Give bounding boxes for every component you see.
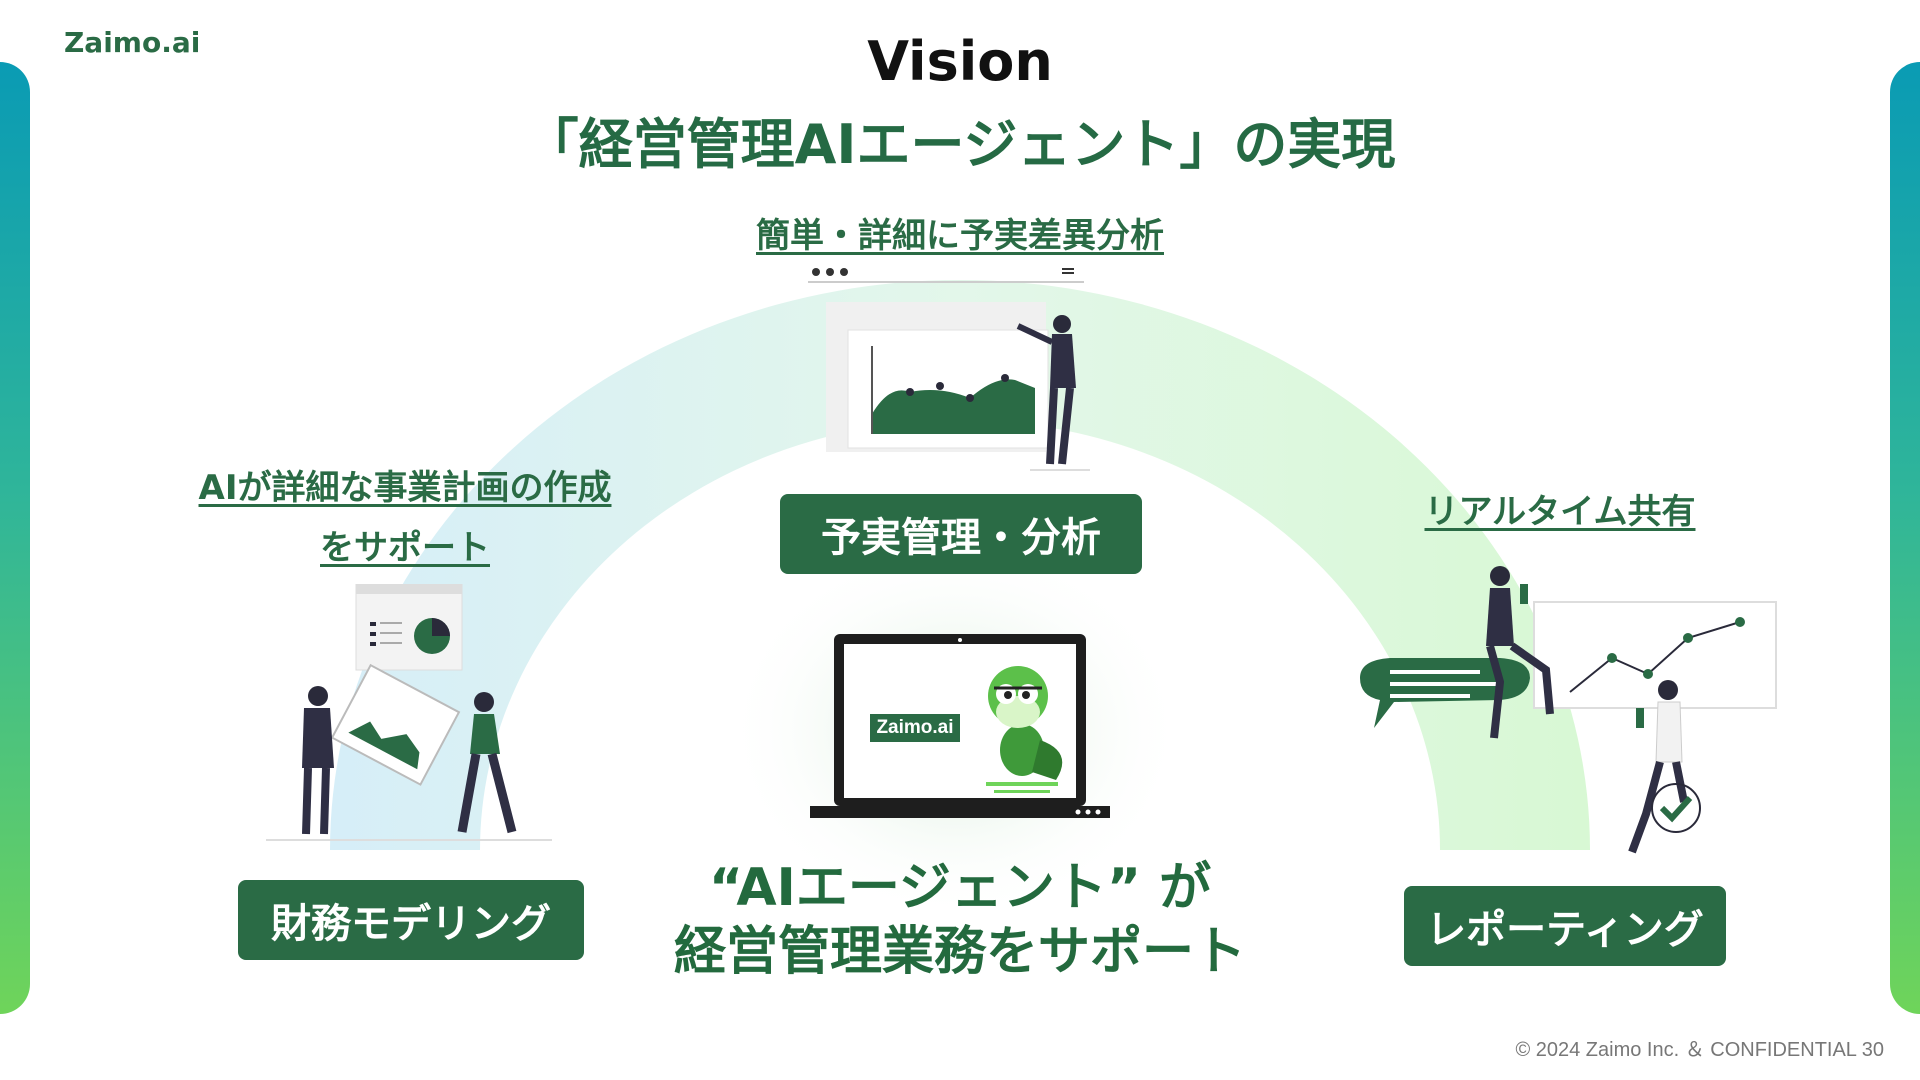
center-message-line1: “AIエージェント” が	[708, 858, 1212, 918]
left-feature-caption: AIが詳細な事業計画の作成 をサポート	[160, 458, 650, 578]
right-feature-caption: リアルタイム共有	[1424, 492, 1696, 532]
top-feature-badge: 予実管理・分析	[780, 494, 1142, 574]
left-feature-badge: 財務モデリング	[238, 880, 584, 960]
mascot-bird-icon	[986, 666, 1063, 793]
line-chart-icon	[1360, 566, 1777, 854]
left-feature-caption-line1: AIが詳細な事業計画の作成	[198, 468, 612, 508]
right-feature-badge: レポーティング	[1404, 886, 1726, 966]
laptop-logo: Zaimo.ai	[876, 717, 954, 738]
area-chart-icon	[808, 268, 1090, 471]
page-title: Vision	[867, 30, 1053, 93]
checkmark-icon	[1659, 795, 1693, 823]
right-accent-bar	[1890, 62, 1920, 1014]
laptop-illustration	[810, 634, 1110, 818]
center-message-line2: 経営管理業務をサポート	[673, 922, 1246, 982]
page-subtitle: 「経営管理AIエージェント」の実現	[524, 113, 1396, 176]
top-feature-caption: 簡単・詳細に予実差異分析	[756, 216, 1164, 256]
center-message: “AIエージェント” が 経営管理業務をサポート	[560, 856, 1360, 984]
chat-bubble-icon	[1360, 658, 1530, 728]
pie-chart-icon	[266, 584, 552, 841]
left-accent-bar	[0, 62, 30, 1014]
left-feature-caption-line2: をサポート	[320, 528, 490, 568]
footer-copyright: © 2024 Zaimo Inc. ＆ CONFIDENTIAL 30	[1515, 1039, 1884, 1061]
brand-logo: Zaimo.ai	[64, 26, 201, 59]
